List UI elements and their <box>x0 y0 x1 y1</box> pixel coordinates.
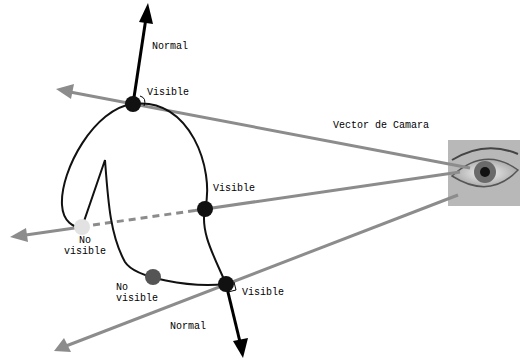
normal-vector <box>133 18 146 104</box>
eye-white <box>452 159 518 186</box>
arrowhead <box>233 338 248 358</box>
eye-iris <box>474 161 496 183</box>
visibility-label: No visible <box>62 236 108 257</box>
normal-vector <box>226 284 240 342</box>
hidden-point <box>145 269 161 285</box>
vector-label: Vector de Camara <box>333 121 429 132</box>
hidden-point <box>74 219 90 235</box>
visibility-label: Visible <box>213 184 255 195</box>
camera-ray <box>195 172 460 211</box>
visible-point <box>197 201 213 217</box>
camera-rays <box>24 92 470 346</box>
normal-label: Normal <box>152 42 188 53</box>
object-outline <box>62 103 226 284</box>
visibility-label: No visible <box>116 283 162 304</box>
arrowhead <box>139 3 153 24</box>
visibility-label: Visible <box>147 88 189 99</box>
visibility-label: Visible <box>242 288 284 299</box>
visible-point <box>125 96 141 112</box>
visible-point <box>218 276 234 292</box>
arrowhead <box>56 84 74 99</box>
eye-pupil <box>480 167 490 177</box>
camera-ray-hidden <box>86 211 195 227</box>
camera-ray <box>70 92 470 168</box>
arrowhead <box>54 338 71 352</box>
camera-ray <box>24 228 78 236</box>
camera-ray <box>66 195 458 346</box>
arrowhead <box>10 228 28 242</box>
normal-label: Normal <box>170 322 206 333</box>
eye-brow <box>452 148 518 160</box>
